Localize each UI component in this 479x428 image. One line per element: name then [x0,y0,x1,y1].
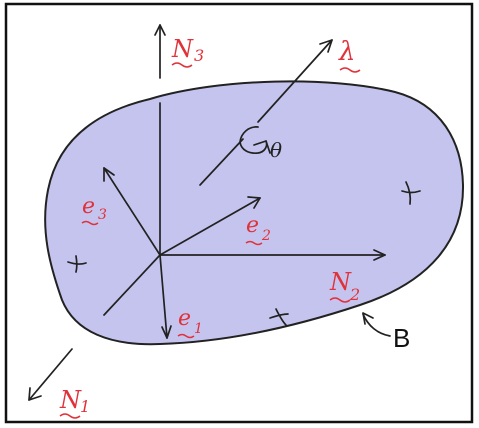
lambda-label: λ [338,37,355,67]
e2-label-subscript: 2 [261,228,271,244]
e3-label-letter: e [82,194,95,219]
e1-label-letter: e [178,306,191,331]
e1-vector [159,254,168,339]
body-b-shape [44,80,465,346]
n2-label-letter: N [329,268,352,296]
e1-arrowhead [161,325,172,339]
lambda-axis-outer [257,39,333,123]
body-b-label: B [393,323,410,353]
lambda-arrowhead [319,39,333,53]
e2-vector [159,197,261,256]
e3-arrowhead [103,167,115,182]
e3-underline [81,220,99,226]
n2-underline [329,297,351,303]
n1-label-subscript: 1 [80,397,90,416]
frame-border [4,2,474,424]
rotation-arc [239,126,268,154]
n1-arrowhead [28,387,42,401]
e1-underline [177,333,195,339]
n3-underline [171,62,193,68]
n2-label-subscript: 2 [349,285,360,304]
n1-label-letter: N [59,386,82,414]
b-leader-line [362,313,391,337]
theta-label: θ [270,138,282,162]
lambda-axis-inner [199,138,244,186]
lambda-underline [339,67,361,73]
e2-underline [245,240,263,246]
e1-label-subscript: 1 [194,321,203,337]
e3-label-subscript: 3 [98,207,107,223]
e3-vector [103,167,161,256]
body-mark-right [401,181,421,205]
body-mark-bottom [269,308,289,326]
n1-axis-inner [103,254,161,316]
rotation-arrowhead [253,140,271,154]
n3-label-subscript: 3 [194,46,204,65]
e2-label-letter: e [246,213,259,238]
body-mark-left [67,255,87,273]
n3-arrowhead [154,24,166,36]
n1-axis-outer [28,348,73,401]
n1-underline [59,413,81,419]
n3-label-letter: N [171,35,194,63]
n2-arrowhead [373,249,386,261]
e2-arrowhead [247,196,261,209]
b-leader-arrowhead [362,312,374,325]
